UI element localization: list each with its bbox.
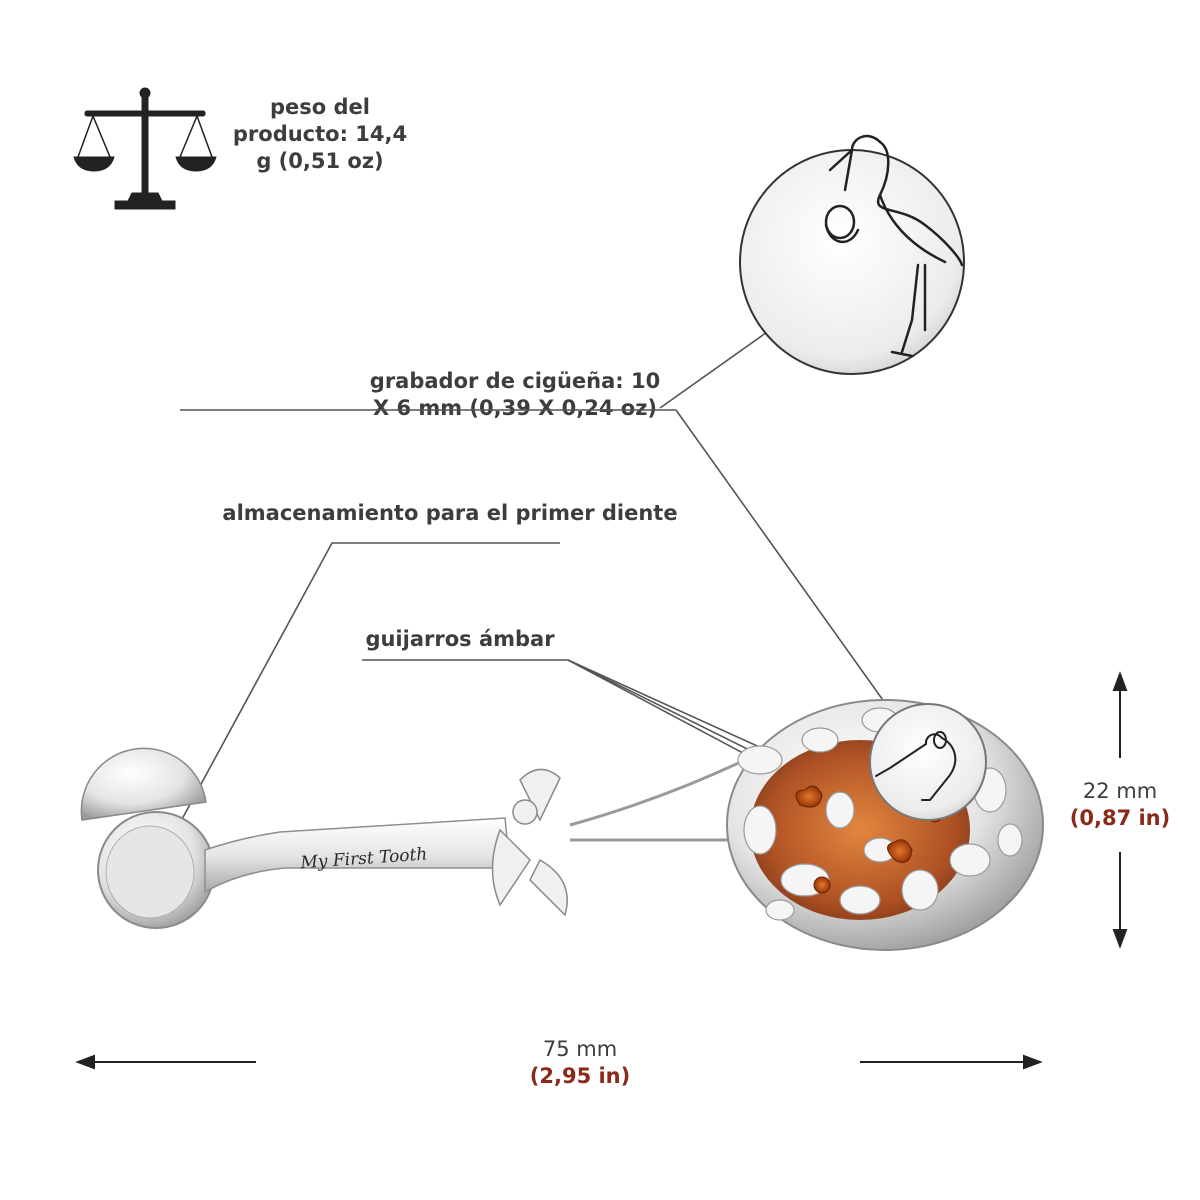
tooth-box	[80, 747, 215, 929]
stork-icon	[824, 134, 964, 358]
handle: My First Tooth	[204, 817, 511, 894]
height-mm: 22 mm	[1082, 779, 1158, 803]
amber-label: guijarros ámbar	[365, 627, 555, 651]
engraver-label: grabador de cigüeña: 10 X 6 mm (0,39 X 0…	[330, 368, 700, 422]
weight-line-2: producto: 14,4	[232, 122, 408, 146]
width-in: (2,95 in)	[529, 1064, 631, 1088]
weight-label: peso del producto: 14,4 g (0,51 oz)	[220, 94, 420, 175]
height-dimension: 22 mm (0,87 in)	[1050, 778, 1190, 832]
weight-line-3: g (0,51 oz)	[256, 149, 384, 173]
neck	[569, 758, 746, 842]
rattle-egg	[726, 699, 1044, 951]
height-arrow	[1112, 671, 1128, 949]
width-mm: 75 mm	[542, 1037, 618, 1061]
weight-line-1: peso del	[270, 95, 370, 119]
height-in: (0,87 in)	[1069, 806, 1171, 830]
storage-label: almacenamiento para el primer diente	[222, 501, 678, 525]
scale-icon	[70, 85, 220, 215]
engraver-line-2: X 6 mm (0,39 X 0,24 oz)	[372, 396, 658, 420]
stork-medallion	[869, 703, 987, 821]
amber-pebbles	[795, 785, 943, 894]
engraver-line-1: grabador de cigüeña: 10	[369, 369, 661, 393]
width-dimension: 75 mm (2,95 in)	[480, 1036, 680, 1090]
width-arrow	[75, 1054, 1043, 1070]
bow	[491, 768, 568, 917]
callout-lines	[149, 329, 891, 879]
stork-zoom-circle	[739, 134, 965, 375]
